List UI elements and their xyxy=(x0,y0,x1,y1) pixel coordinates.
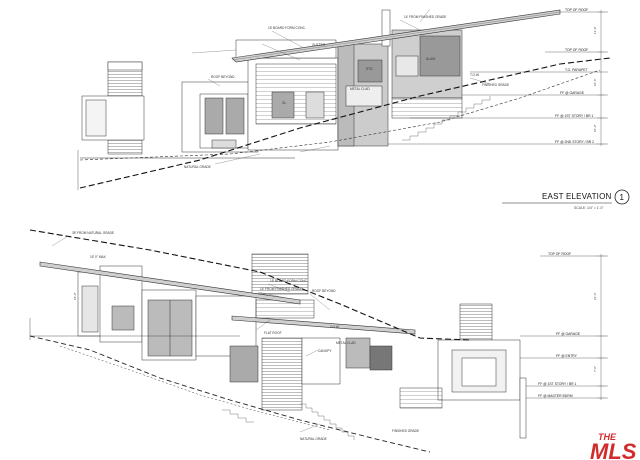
west-level-lines xyxy=(520,254,608,400)
east-elevation: 12'-0" 10'-6" 10'-0" TOP OF ROOF TOP OF … xyxy=(77,8,630,210)
east-level-labels: TOP OF ROOF TOP OF ROOF T.O. PARAPET FF … xyxy=(555,8,594,144)
callout-label: 15' BOARD FORM CONC. xyxy=(268,26,306,30)
svg-text:18'-0": 18'-0" xyxy=(73,292,77,300)
callout-label: ROOF BEYOND xyxy=(211,75,235,79)
drawing-title: EAST ELEVATION xyxy=(542,192,612,201)
drawing-scale: SCALE: 1/4" = 1'-0" xyxy=(574,206,604,210)
callout-label: 14' FROM FINISHED GRADE xyxy=(404,15,446,19)
west-level-label: FF @ GARAGE xyxy=(556,332,581,336)
east-level-label: TOP OF ROOF xyxy=(565,8,588,12)
drawing-number: 1 xyxy=(620,193,625,202)
callout-label: GUTTER xyxy=(312,43,326,47)
east-roof xyxy=(231,9,561,63)
east-callout-leaders xyxy=(191,8,491,165)
callout-label: FINISHED GRADE xyxy=(392,429,419,433)
west-roofs xyxy=(39,261,416,335)
svg-text:12'-0": 12'-0" xyxy=(593,26,597,34)
callout-label: METAL CLAD xyxy=(350,87,370,91)
callout-label: NATURAL GRADE xyxy=(300,437,327,441)
west-level-label: FF @ MASTER BDRM xyxy=(538,394,573,398)
west-center-volume xyxy=(195,253,393,411)
west-right-volume xyxy=(399,303,527,439)
svg-text:7'-0": 7'-0" xyxy=(593,366,597,372)
callout-label: 15' 0" MAX xyxy=(90,255,107,259)
east-level-label: FF @ GARAGE xyxy=(560,91,585,95)
east-level-label: FF @ 1ST STORY / BR 1 xyxy=(555,114,594,118)
callout-label: 15' BOARD FORM CONC. xyxy=(270,279,308,283)
callout-label: 35' FROM NATURAL GRADE xyxy=(72,231,114,235)
west-elevation: 21'-6" 7'-0" TOP OF ROOF FF @ GARAGE FF … xyxy=(29,229,608,453)
callout-label: STO xyxy=(366,67,373,71)
callout-label: FLAT ROOF xyxy=(264,331,282,335)
east-level-label: TOP OF ROOF xyxy=(565,48,588,52)
svg-text:10'-0": 10'-0" xyxy=(593,124,597,132)
logo-text-the: THE xyxy=(598,432,617,442)
callout-label: CANOPY xyxy=(318,349,332,353)
callout-label: GL xyxy=(282,101,286,105)
callout-label: T.O.W. xyxy=(330,325,340,329)
east-level-label: T.O. PARAPET xyxy=(565,68,588,72)
west-level-label: FF @ ENTRY xyxy=(556,354,578,358)
east-center-volume xyxy=(247,43,389,151)
svg-text:10'-6": 10'-6" xyxy=(593,78,597,86)
east-lower-volume xyxy=(181,81,259,153)
west-left-volume xyxy=(77,265,197,361)
west-grade-lines xyxy=(29,229,471,453)
west-level-labels: TOP OF ROOF FF @ GARAGE FF @ ENTRY FF @ … xyxy=(538,252,581,398)
logo-text-mls: MLS xyxy=(590,439,637,460)
svg-text:21'-6": 21'-6" xyxy=(593,292,597,300)
callout-label: FINISHED GRADE xyxy=(482,83,509,87)
east-grade-lines xyxy=(77,57,611,190)
callout-label: ALUM. xyxy=(426,57,436,61)
drawing-number-circle xyxy=(614,189,630,205)
west-callout-leaders xyxy=(51,235,331,433)
callout-label: METAL CLAD xyxy=(336,341,356,345)
west-callouts: 35' FROM NATURAL GRADE 15' BOARD FORM CO… xyxy=(72,231,419,441)
callout-label: ROOF BEYOND xyxy=(312,289,336,293)
east-title-block: EAST ELEVATION SCALE: 1/4" = 1'-0" 1 xyxy=(502,189,630,210)
east-right-volume xyxy=(391,29,463,119)
callout-label: 14' FROM FINISHED GRADE xyxy=(260,287,302,291)
east-left-tower xyxy=(81,61,145,155)
east-callouts: 15' BOARD FORM CONC. GUTTER 14' FROM FIN… xyxy=(184,15,509,169)
east-stairs xyxy=(402,96,491,141)
west-level-label: FF @ 1ST STORY / BR 1 xyxy=(538,382,577,386)
west-level-label: TOP OF ROOF xyxy=(548,252,571,256)
callout-label: T.O.W. xyxy=(470,73,480,77)
mls-logo: THE MLS xyxy=(590,432,637,460)
east-level-label: FF @ 2ND STORY / BR 2 xyxy=(555,140,594,144)
callout-label: NATURAL GRADE xyxy=(184,165,211,169)
